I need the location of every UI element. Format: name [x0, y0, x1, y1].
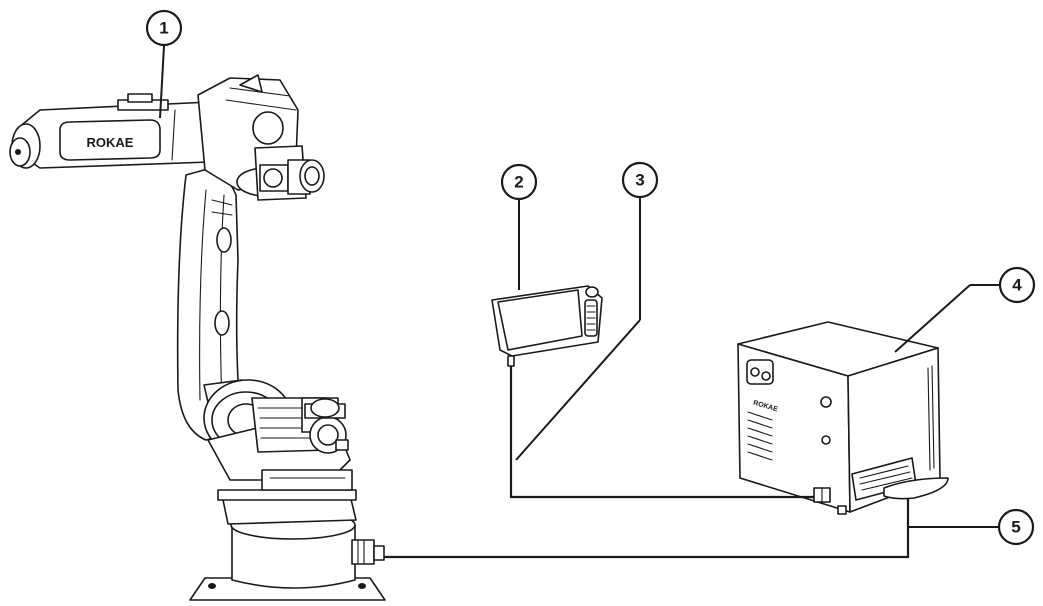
j3-motor — [254, 145, 325, 201]
callout-3-label: 3 — [635, 171, 644, 190]
upper-arm: ROKAE — [9, 93, 229, 169]
robot-cable — [384, 498, 910, 559]
callout-3: 3 — [621, 161, 659, 199]
callout-5-label: 5 — [1011, 518, 1020, 537]
callout-5: 5 — [997, 508, 1035, 546]
callout-4-label: 4 — [1012, 276, 1022, 295]
controller-vent — [747, 411, 773, 461]
callout-1-label: 1 — [159, 19, 168, 38]
callout-2-label: 2 — [514, 173, 523, 192]
j2-motor — [251, 397, 349, 454]
base-connector — [351, 539, 385, 565]
callout-1: 1 — [145, 9, 183, 47]
pendant-cable — [509, 366, 814, 499]
controller-connector — [851, 457, 949, 501]
robot-controller: ROKAE — [737, 321, 949, 515]
arm-logo: ROKAE — [87, 135, 134, 150]
cables — [384, 366, 910, 559]
callout-4: 4 — [998, 266, 1036, 304]
leader-lines — [159, 45, 1000, 528]
teach-pendant — [491, 285, 603, 367]
callout-2: 2 — [500, 163, 538, 201]
industrial-robot: ROKAE — [9, 74, 386, 601]
